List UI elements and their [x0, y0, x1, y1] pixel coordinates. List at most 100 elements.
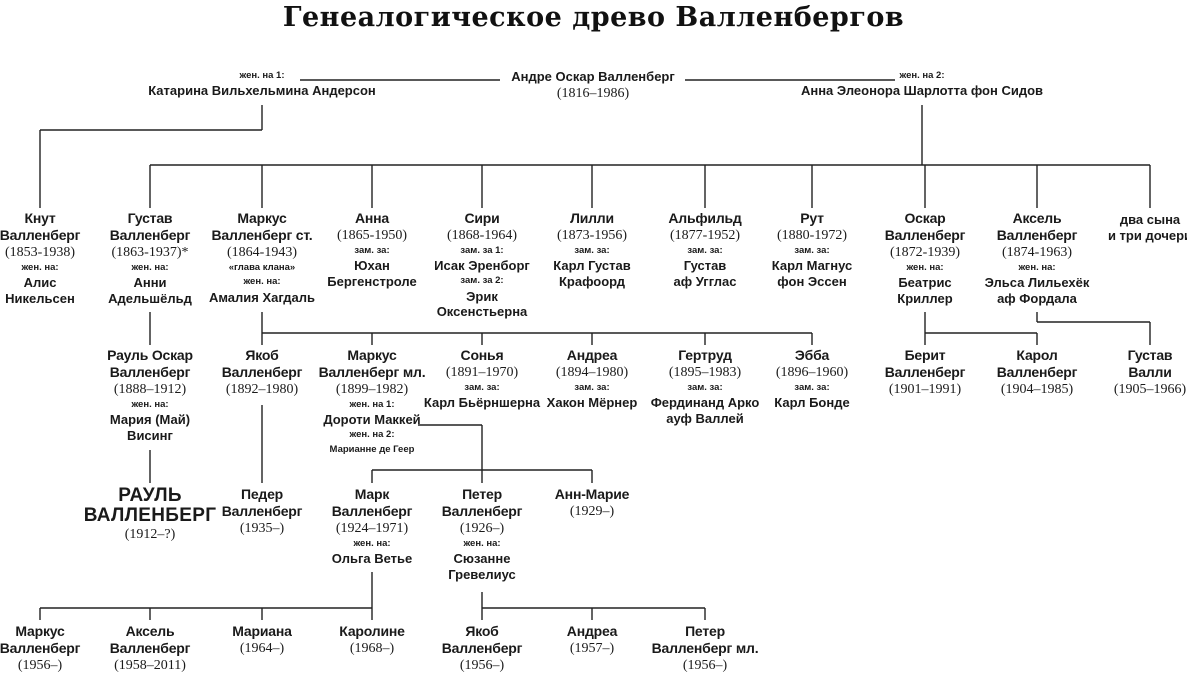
person-ebba-line-0: Эбба	[794, 347, 830, 363]
person-markus-jr-line-1: Валленберг мл.	[318, 364, 426, 381]
person-alfhild-line-4: аф Угглас	[673, 274, 737, 290]
person-gustav-line-4: Анни	[133, 275, 167, 291]
person-sonja-line-2: зам. за:	[464, 382, 500, 394]
person-markus-jr-line-6: Марианне де Геер	[329, 443, 415, 455]
person-aksel-line-5: аф Фордала	[997, 291, 1077, 307]
person-ebba-line-1: (1896–1960)	[775, 365, 849, 381]
person-gustav-line-5: Адельшёльд	[108, 291, 192, 307]
person-karol-line-0: Карол	[1016, 347, 1058, 363]
person-rut-line-3: Карл Магнус	[771, 258, 853, 274]
person-raoul-oskar-line-2: (1888–1912)	[113, 382, 187, 398]
person-lilli-line-0: Лилли	[570, 210, 614, 226]
person-peter-line-3: жен. на:	[463, 538, 501, 550]
person-sonja-line-1: (1891–1970)	[445, 365, 519, 381]
person-mariana-line-1: (1964–)	[239, 641, 285, 657]
person-ann-marie: Анн-Марие (1929–)	[554, 486, 630, 520]
person-jakob2-line-1: Валленберг	[441, 640, 523, 657]
person-andrea1-line-1: (1894–1980)	[555, 365, 629, 381]
person-karoline-line-0: Каролине	[339, 623, 405, 639]
person-andre: Андре Оскар Валленберг(1816–1986)	[511, 69, 675, 102]
person-raoul-line-0: РАУЛЬ	[118, 485, 182, 506]
person-andrea2-line-1: (1957–)	[569, 641, 615, 657]
person-knut-line-5: Никельсен	[5, 291, 75, 307]
person-anna-line-2: зам. за:	[354, 245, 390, 257]
person-markus-jr-line-2: (1899–1982)	[335, 382, 409, 398]
person-alfhild-line-0: Альфильд	[668, 210, 742, 226]
person-jakob2-line-2: (1956–)	[459, 658, 505, 674]
person-markus-sr-line-3: «глава клана»	[228, 262, 296, 274]
person-ann-marie-line-0: Анн-Марие	[554, 486, 630, 502]
person-siri-line-3: Исак Эренборг	[434, 258, 530, 274]
person-sonja-line-0: Сонья	[460, 347, 504, 363]
person-karol-line-2: (1904–1985)	[1000, 382, 1074, 398]
person-andrea1: Андреа(1894–1980)зам. за:Хакон Мёрнер	[547, 347, 638, 411]
person-peter-jr-line-0: Петер	[685, 623, 725, 639]
person-raoul-oskar-line-3: жен. на:	[131, 399, 169, 411]
person-markus-sr-line-2: (1864-1943)	[226, 245, 297, 261]
person-knut-line-0: Кнут	[24, 210, 56, 226]
person-lilli-line-1: (1873-1956)	[556, 228, 627, 244]
person-karoline: Каролине(1968–)	[339, 623, 405, 657]
person-aksel-line-0: Аксель	[1012, 210, 1062, 226]
person-raoul-oskar-line-4: Мария (Май)	[109, 412, 191, 428]
person-markus-sr-line-1: Валленберг ст.	[211, 227, 313, 244]
person-mariana: Мариана(1964–)	[232, 623, 292, 657]
person-karol-line-1: Валленберг	[996, 364, 1078, 381]
person-gustav-line-3: жен. на:	[131, 262, 169, 274]
person-berit-line-1: Валленберг	[884, 364, 966, 381]
person-rut-line-1: (1880-1972)	[777, 228, 847, 244]
person-aksel2-line-0: Аксель	[125, 623, 175, 639]
person-lilli-line-4: Крафоорд	[558, 274, 626, 290]
person-gertrud-line-0: Гертруд	[678, 347, 732, 363]
person-aksel2-line-1: Валленберг	[109, 640, 191, 657]
person-gertrud-line-4: ауф Валлей	[666, 411, 744, 427]
person-markus-jr-line-3: жен. на 1:	[349, 399, 395, 411]
person-aksel-line-3: жен. на:	[1018, 262, 1056, 274]
person-oskar-line-4: Беатрис	[898, 275, 952, 291]
person-knut-line-4: Алис	[23, 275, 57, 291]
person-oskar-line-2: (1872-1939)	[890, 245, 960, 261]
person-rut-line-0: Рут	[800, 210, 824, 226]
person-mark-line-3: жен. на:	[353, 538, 391, 550]
person-andrea2: Андреа(1957–)	[567, 623, 618, 657]
person-anna-line-4: Бергенстроле	[327, 274, 417, 290]
person-siri-line-1: (1868-1964)	[447, 228, 517, 244]
person-mark-line-4: Ольга Ветье	[331, 551, 413, 567]
person-gertrud-line-2: зам. за:	[687, 382, 723, 394]
person-oskar-line-1: Валленберг	[884, 227, 966, 244]
person-markus-jr-line-5: жен. на 2:	[349, 429, 395, 441]
person-siri-line-5: Эрик	[466, 288, 498, 304]
person-markus3-line-1: Валленберг	[0, 640, 81, 657]
person-gustav-line-1: Валленберг	[109, 227, 191, 244]
person-sonja-line-3: Карл Бьёрншерна	[423, 395, 541, 411]
person-siri-line-6: Оксенстьерна	[436, 304, 528, 320]
person-gertrud-line-3: Фердинанд Арко	[650, 395, 760, 411]
person-aksel-line-2: (1874-1963)	[1001, 245, 1072, 261]
person-knut-line-3: жен. на:	[21, 262, 59, 274]
person-alfhild-line-2: зам. за:	[687, 245, 723, 257]
person-peter-line-4: Сюзанне	[453, 551, 511, 567]
person-oskar-line-5: Криллер	[897, 291, 953, 307]
person-andrea1-line-2: зам. за:	[574, 382, 610, 394]
diagram-title: Генеалогическое древо Валленбергов	[282, 2, 905, 33]
person-gustav-valli-line-2: (1905–1966)	[1113, 382, 1187, 398]
person-gertrud-line-1: (1895–1983)	[668, 365, 742, 381]
person-anna-eleonora-line-0: жен. на 2:	[899, 70, 945, 81]
person-aksel-line-1: Валленберг	[996, 227, 1078, 244]
person-ann-marie-line-1: (1929–)	[569, 504, 615, 520]
person-mark-line-1: Валленберг	[331, 503, 413, 520]
person-anna-eleonora: жен. на 2:Анна Элеонора Шарлотта фон Сид…	[801, 69, 1043, 99]
person-oskar-line-0: Оскар	[904, 210, 946, 226]
person-aksel2-line-2: (1958–2011)	[114, 658, 186, 674]
